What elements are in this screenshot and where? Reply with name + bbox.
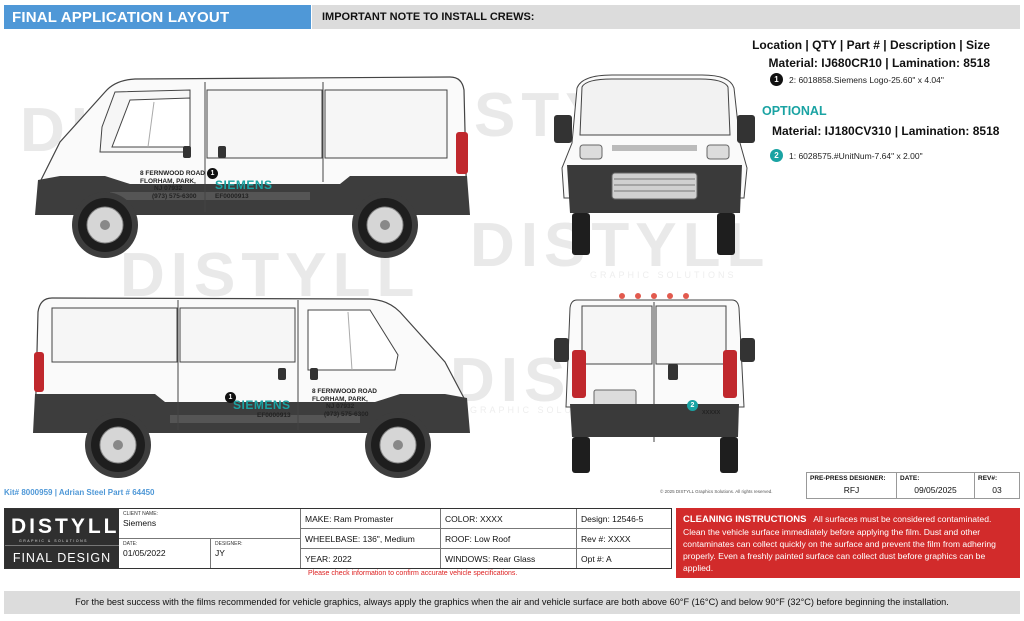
opt-cell: Opt #: A <box>581 554 612 564</box>
windows-cell: WINDOWS: Rear Glass <box>441 549 577 568</box>
design-info-form: DISTYLL GRAPHIC & SOLUTIONS FINAL DESIGN… <box>4 508 672 569</box>
copyright-text: © 2025 DISTYLL Graphics Solutions. All r… <box>660 489 773 494</box>
make-cell: MAKE: Ram Promaster <box>301 509 441 529</box>
unit-number-graphic: EF0000913 <box>257 412 291 419</box>
van-rear-view <box>554 293 755 473</box>
install-note-heading: IMPORTANT NOTE TO INSTALL CREWS: <box>312 5 1020 29</box>
material-primary: Material: IJ680CR10 | Lamination: 8518 <box>768 56 990 70</box>
page-title: FINAL APPLICATION LAYOUT <box>4 5 311 29</box>
van-passenger-side <box>33 297 470 478</box>
rear-unit-number-graphic: XXXXX <box>702 410 721 416</box>
prepress-box: PRE-PRESS DESIGNER: RFJ DATE: 09/05/2025… <box>806 472 1020 499</box>
rev-cell: Rev #: XXXX <box>577 529 671 549</box>
watermark-brand: DISTYLL <box>470 211 771 280</box>
material-info: Location | QTY | Part # | Description | … <box>730 36 990 72</box>
prepress-rev-label: REV#: <box>978 475 998 482</box>
prepress-designer: RFJ <box>843 485 860 495</box>
location-marker-icon: 1 <box>207 168 218 179</box>
brand-name: DISTYLL <box>11 515 120 538</box>
brand-tagline: GRAPHIC & SOLUTIONS <box>19 539 88 543</box>
prepress-rev: 03 <box>992 485 1002 495</box>
unit-number-graphic: EF0000913 <box>215 193 249 200</box>
location-marker-icon: 1 <box>770 73 783 86</box>
prepress-date-label: DATE: <box>900 475 920 482</box>
client-cell: CLIENT NAME: Siemens <box>119 509 301 539</box>
location-marker-icon: 2 <box>770 149 783 162</box>
legend-item-2-text: 1: 6028575.#UnitNum-7.64" x 2.00" <box>789 150 923 161</box>
designer-cell: DESIGNER: JY <box>211 539 301 568</box>
distyll-logo: DISTYLL GRAPHIC & SOLUTIONS FINAL DESIGN <box>5 509 119 568</box>
van-driver-side <box>35 76 470 258</box>
siemens-logo-graphic: SIEMENS <box>215 178 273 192</box>
temperature-footer: For the best success with the films reco… <box>4 591 1020 614</box>
date-cell: DATE: 01/05/2022 <box>119 539 211 568</box>
cleaning-text: All surfaces must be considered contamin… <box>683 514 996 573</box>
optional-heading: OPTIONAL <box>762 104 827 118</box>
header-bar: FINAL APPLICATION LAYOUT IMPORTANT NOTE … <box>0 0 1024 34</box>
final-design-label: FINAL DESIGN <box>5 545 119 568</box>
prepress-date: 09/05/2025 <box>914 485 957 495</box>
prepress-designer-label: PRE-PRESS DESIGNER: <box>810 475 886 482</box>
watermark-sub: GRAPHIC SOLUTIONS <box>470 405 617 415</box>
legend-item-2: 2 1: 6028575.#UnitNum-7.64" x 2.00" <box>770 149 923 162</box>
client-name: Siemens <box>123 518 157 528</box>
kit-number: Kit# 8000959 | Adrian Steel Part # 64450 <box>4 488 155 497</box>
address-text-front: 8 FERNWOOD ROAD FLORHAM, PARK, NJ 07932 … <box>140 170 205 200</box>
wheelbase-cell: WHEELBASE: 136", Medium <box>301 529 441 549</box>
location-marker-icon: 1 <box>225 392 236 403</box>
legend-item-1-text: 2: 6018858.Siemens Logo-25.60" x 4.04" <box>789 74 944 85</box>
siemens-logo-graphic: SIEMENS <box>233 398 291 412</box>
color-cell: COLOR: XXXX <box>441 509 577 529</box>
material-optional: Material: IJ180CV310 | Lamination: 8518 <box>772 124 1000 138</box>
cleaning-instructions: CLEANING INSTRUCTIONS All surfaces must … <box>676 508 1020 578</box>
year-cell: YEAR: 2022 <box>301 549 441 568</box>
design-cell: Design: 12546-5 <box>577 509 671 529</box>
address-text-rear: 8 FERNWOOD ROAD FLORHAM, PARK, NJ 07932 … <box>312 388 377 418</box>
columns-heading: Location | QTY | Part # | Description | … <box>752 38 990 52</box>
watermark-sub: GRAPHIC SOLUTIONS <box>590 270 737 280</box>
roof-cell: ROOF: Low Roof <box>441 529 577 549</box>
cleaning-title: CLEANING INSTRUCTIONS <box>683 514 807 525</box>
location-marker-icon: 2 <box>687 400 698 411</box>
form-designer: JY <box>215 548 225 558</box>
legend-item-1: 1 2: 6018858.Siemens Logo-25.60" x 4.04" <box>770 73 944 86</box>
spec-check-note: Please check information to confirm accu… <box>308 570 518 577</box>
van-front-view <box>554 74 755 255</box>
form-date: 01/05/2022 <box>123 548 166 558</box>
